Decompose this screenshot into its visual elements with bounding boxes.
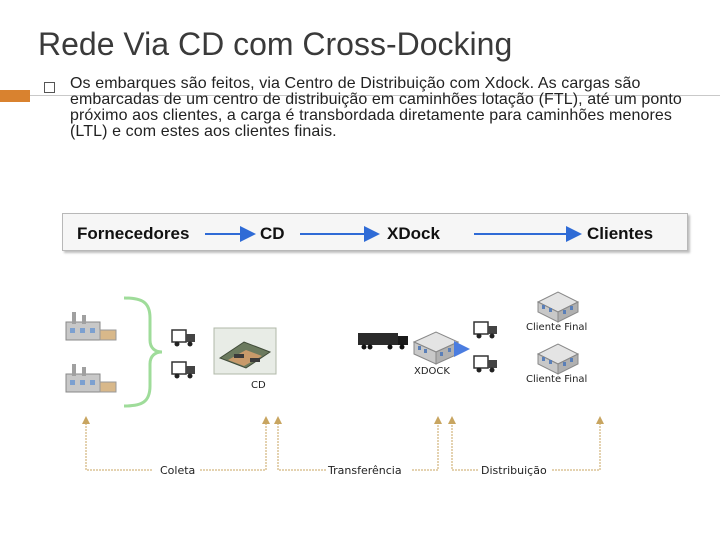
phase-arrow-transferencia (274, 416, 442, 471)
bullet-square-icon (44, 82, 55, 93)
client-label-2: Cliente Final (526, 374, 588, 385)
phase-label-coleta: Coleta (160, 464, 196, 477)
client-label-1: Cliente Final (526, 322, 588, 333)
flow-stage-cd: CD (260, 224, 285, 243)
factory-icon (65, 312, 117, 341)
truck-icon (473, 321, 497, 339)
flow-stage-fornecedores: Fornecedores (77, 224, 190, 243)
flow-stage-clientes: Clientes (587, 224, 654, 243)
flow-stage-xdock: XDock (387, 224, 440, 243)
cd-label: CD (251, 380, 266, 391)
xdock-building-icon (412, 331, 460, 365)
title-accent-bar (0, 90, 30, 102)
collection-bracket (123, 296, 163, 408)
warehouse-cd-icon (213, 327, 277, 375)
title-divider (30, 95, 720, 96)
client-building-icon (536, 343, 580, 375)
phase-label-transferencia: Transferência (328, 464, 402, 477)
body-paragraph: Os embarques são feitos, via Centro de D… (70, 75, 682, 140)
phase-arrow-distribuicao (448, 416, 604, 471)
factory-icon (65, 364, 117, 393)
phase-arrow-coleta (82, 416, 270, 471)
client-building-icon (536, 291, 580, 323)
truck-icon (171, 329, 195, 347)
truck-icon (473, 355, 497, 373)
trailer-truck-icon (358, 333, 408, 350)
truck-icon (171, 361, 195, 379)
slide-title: Rede Via CD com Cross-Docking (38, 26, 513, 62)
phase-label-distribuicao: Distribuição (481, 464, 547, 477)
xdock-label: XDOCK (414, 366, 450, 377)
